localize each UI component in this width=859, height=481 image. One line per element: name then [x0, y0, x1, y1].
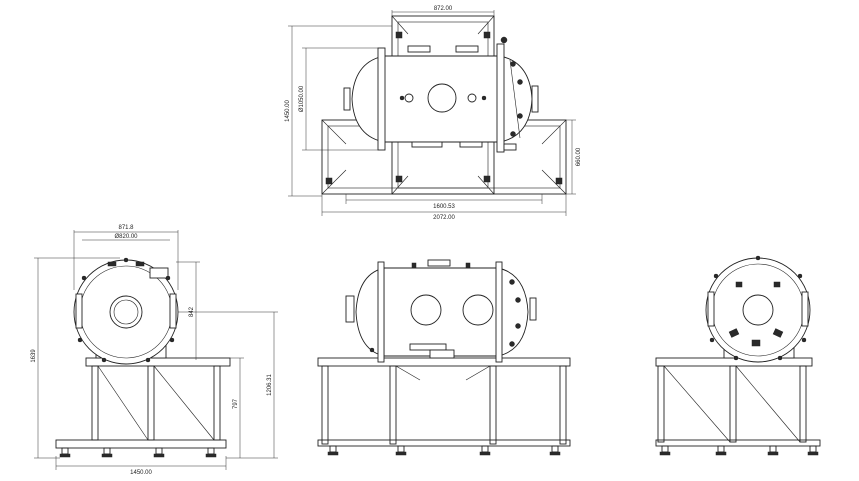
dim-axis-height: 1206.31	[267, 374, 273, 396]
dim-door-height: 842	[189, 306, 195, 317]
dim-port-diameter: Ø820.00	[114, 234, 138, 240]
end-view-left-dimensions: 871.8 Ø820.00 1639 842 1206.31 797 1450.…	[31, 225, 278, 476]
top-view-dimensions: 872.00 1450.00 Ø1050.00 660.00 1600.53 2…	[285, 6, 582, 221]
dim-stand-width: 1450.00	[130, 470, 152, 476]
dim-frame-height-side: 660.00	[576, 147, 582, 166]
end-view-left-stand	[55, 357, 231, 458]
dim-overall-height: 1639	[31, 349, 37, 363]
end-view-right-stand	[655, 357, 821, 456]
dim-overall-depth: 1450.00	[285, 100, 291, 122]
top-view-vessel	[343, 36, 539, 153]
dim-shell-diameter: Ø1050.00	[299, 85, 305, 112]
end-view-right	[655, 255, 821, 456]
dim-flange-width: 871.8	[118, 225, 134, 231]
end-view-left: 871.8 Ø820.00 1639 842 1206.31 797 1450.…	[31, 225, 278, 476]
dim-overall-length: 2072.00	[433, 215, 455, 221]
dim-frame-top-width: 872.00	[434, 6, 453, 12]
front-view	[317, 259, 571, 456]
front-view-vessel	[345, 259, 537, 363]
dim-stand-height: 797	[233, 398, 239, 409]
end-view-right-vessel	[705, 255, 811, 363]
dim-inner-length: 1600.53	[433, 204, 455, 210]
front-view-stand	[317, 357, 571, 456]
end-view-left-vessel	[73, 257, 179, 365]
top-view: 872.00 1450.00 Ø1050.00 660.00 1600.53 2…	[285, 6, 582, 221]
